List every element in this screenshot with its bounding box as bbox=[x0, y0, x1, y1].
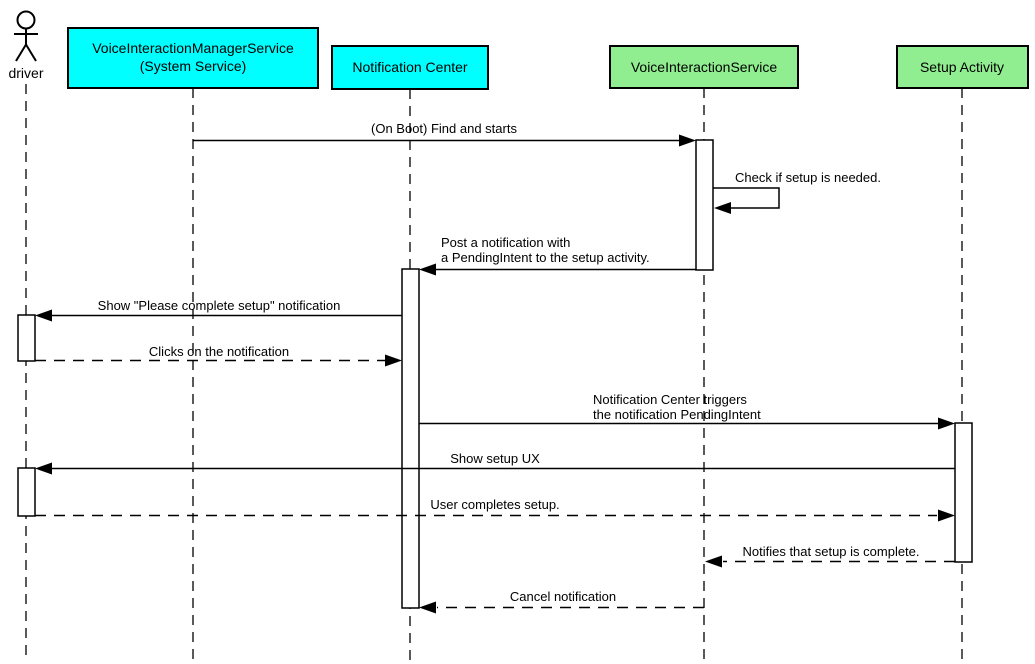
message-label: Check if setup is needed. bbox=[735, 170, 881, 185]
participant-label-vims-line2: (System Service) bbox=[140, 58, 247, 74]
message-clicks-notification: Clicks on the notification bbox=[35, 344, 402, 367]
participant-label-setup-activity: Setup Activity bbox=[920, 59, 1004, 75]
activation-voice-interaction-service bbox=[695, 139, 714, 271]
message-label-line1: Notification Center triggers bbox=[593, 392, 747, 407]
arrowhead-icon bbox=[705, 555, 722, 568]
arrowhead-icon bbox=[385, 354, 402, 367]
message-label-line1: Post a notification with bbox=[441, 235, 570, 250]
message-label: (On Boot) Find and starts bbox=[371, 121, 517, 136]
actor-driver: driver bbox=[8, 10, 44, 81]
message-show-setup-notification: Show "Please complete setup" notificatio… bbox=[35, 298, 402, 322]
participant-label-notification-center: Notification Center bbox=[352, 59, 468, 75]
activation-notification-center bbox=[401, 268, 420, 609]
actor-driver-label: driver bbox=[8, 65, 43, 81]
actor-left-leg bbox=[15, 43, 27, 62]
activation-driver-2 bbox=[17, 467, 36, 517]
message-label: Show setup UX bbox=[450, 451, 540, 466]
participant-label-vims-line1: VoiceInteractionManagerService bbox=[92, 40, 294, 56]
arrowhead-icon bbox=[35, 309, 52, 322]
participant-box-notification-center bbox=[331, 45, 489, 90]
actor-head bbox=[16, 10, 36, 30]
message-notifies-setup-complete: Notifies that setup is complete. bbox=[705, 544, 955, 568]
message-label: Clicks on the notification bbox=[149, 344, 289, 359]
message-trigger-pendingintent: Notification Center triggers the notific… bbox=[419, 392, 955, 430]
message-label: User completes setup. bbox=[430, 497, 559, 512]
message-on-boot-find-and-starts: (On Boot) Find and starts bbox=[193, 121, 696, 147]
activation-setup-activity bbox=[954, 422, 973, 563]
arrowhead-icon bbox=[419, 263, 436, 276]
message-label: Show "Please complete setup" notificatio… bbox=[98, 298, 341, 313]
arrowhead-icon bbox=[938, 509, 955, 522]
arrowhead-icon bbox=[938, 417, 955, 430]
message-label: Cancel notification bbox=[510, 589, 616, 604]
participant-box-voice-interaction-service bbox=[609, 45, 799, 89]
actor-right-leg bbox=[25, 43, 37, 62]
arrowhead-icon bbox=[714, 202, 731, 214]
self-message-line bbox=[713, 187, 780, 209]
message-user-completes-setup: User completes setup. bbox=[35, 497, 955, 522]
participant-label-voice-interaction-service: VoiceInteractionService bbox=[631, 59, 778, 75]
message-check-if-setup-needed: Check if setup is needed. bbox=[713, 170, 881, 214]
arrowhead-icon bbox=[679, 134, 696, 147]
arrowhead-icon bbox=[419, 601, 436, 614]
message-label: Notifies that setup is complete. bbox=[742, 544, 919, 559]
message-label-line2: the notification PendingIntent bbox=[593, 407, 761, 422]
message-post-notification: Post a notification with a PendingIntent… bbox=[419, 235, 696, 276]
activation-driver-1 bbox=[17, 314, 36, 362]
message-show-setup-ux: Show setup UX bbox=[35, 451, 955, 475]
participant-box-setup-activity bbox=[896, 45, 1029, 89]
arrowhead-icon bbox=[35, 462, 52, 475]
participant-boxes: VoiceInteractionManagerService (System S… bbox=[67, 27, 1029, 90]
participant-box-voice-interaction-manager-service bbox=[67, 27, 319, 89]
message-cancel-notification: Cancel notification bbox=[419, 589, 704, 614]
activation-bars bbox=[17, 139, 973, 609]
message-label-line2: a PendingIntent to the setup activity. bbox=[441, 250, 650, 265]
